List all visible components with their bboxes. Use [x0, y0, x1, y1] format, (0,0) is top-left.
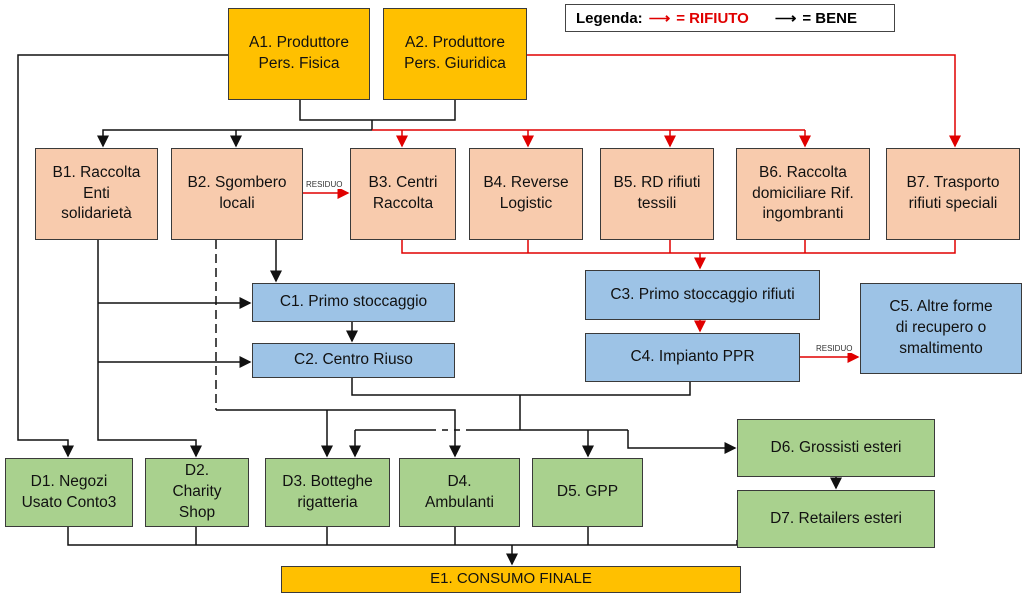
node-a1: A1. Produttore Pers. Fisica [228, 8, 370, 100]
node-c5: C5. Altre forme di recupero o smaltiment… [860, 283, 1022, 374]
legend-waste: = RIFIUTO [676, 9, 749, 27]
node-d5: D5. GPP [532, 458, 643, 527]
node-d4: D4. Ambulanti [399, 458, 520, 527]
legend-good: = BENE [802, 9, 857, 27]
edge-final-bus [67, 527, 738, 546]
residuo-label-c4: RESIDUO [816, 344, 853, 353]
node-b6: B6. Raccolta domiciliare Rif. ingombrant… [736, 148, 870, 240]
node-c3: C3. Primo stoccaggio rifiuti [585, 270, 820, 320]
edge-b2-d3d4 [216, 409, 461, 458]
node-d2: D2. Charity Shop [145, 458, 249, 527]
edge-a-merge [299, 100, 456, 130]
node-a2: A2. Produttore Pers. Giuridica [383, 8, 527, 100]
node-d1: D1. Negozi Usato Conto3 [5, 458, 133, 527]
residuo-label-b2: RESIDUO [306, 180, 343, 189]
edge-b-collect [401, 240, 956, 254]
red-arrow-icon: ⟶ [648, 10, 671, 27]
node-c1: C1. Primo stoccaggio [252, 283, 455, 322]
edge-b1-trunk [97, 240, 202, 458]
node-d3: D3. Botteghe rigatteria [265, 458, 390, 527]
legend-title: Legenda: [576, 9, 643, 27]
legend: Legenda: ⟶ = RIFIUTO ⟶ = BENE [565, 4, 895, 32]
edge-a2-b7 [527, 54, 961, 148]
node-b5: B5. RD rifiuti tessili [600, 148, 714, 240]
node-b2: B2. Sgombero locali [171, 148, 303, 240]
edge-to-b1 [97, 129, 372, 148]
node-b4: B4. Reverse Logistic [469, 148, 583, 240]
node-e1: E1. CONSUMO FINALE [281, 566, 741, 593]
edge-c2-merge [351, 378, 691, 430]
node-d6: D6. Grossisti esteri [737, 419, 935, 477]
node-d7: D7. Retailers esteri [737, 490, 935, 548]
node-b3: B3. Centri Raccolta [350, 148, 456, 240]
node-b1: B1. Raccolta Enti solidarietà [35, 148, 158, 240]
node-c4: C4. Impianto PPR [585, 333, 800, 382]
node-c2: C2. Centro Riuso [252, 343, 455, 378]
edge-a1-d1 [17, 54, 228, 458]
edge-to-d6 [627, 430, 737, 454]
black-arrow-icon: ⟶ [774, 10, 797, 27]
node-b7: B7. Trasporto rifiuti speciali [886, 148, 1020, 240]
